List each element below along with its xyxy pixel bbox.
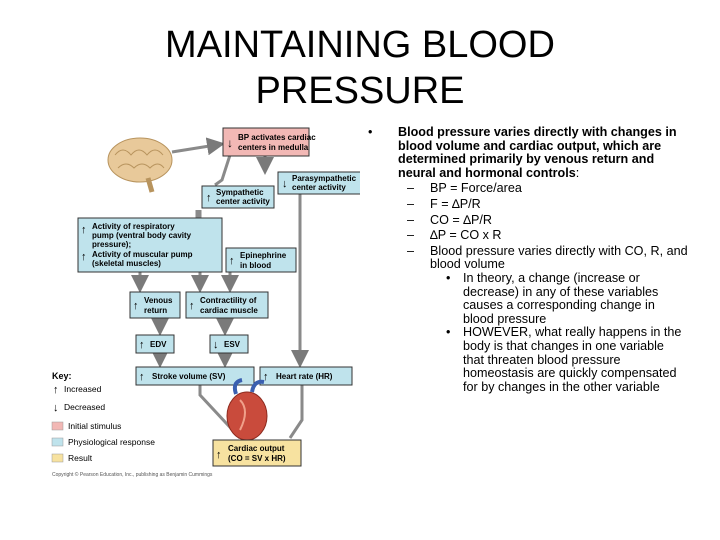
decrease-arrow-icon: ↓ xyxy=(227,136,233,150)
box-symp-line1: Sympathetic xyxy=(216,188,264,197)
increase-arrow-icon: ↑ xyxy=(229,255,235,267)
box-contract-line1: Contractility of xyxy=(200,296,257,305)
bullet-marker: • xyxy=(446,270,451,285)
dash-marker: – xyxy=(407,181,415,196)
key-decreased: Decreased xyxy=(64,402,105,412)
heart-illustration xyxy=(226,378,268,441)
main-bullet: • Blood pressure varies directly with ch… xyxy=(368,125,688,180)
brain-illustration xyxy=(107,137,173,193)
sub-bullet-text: CO = ∆P/R xyxy=(430,212,492,227)
copyright: Copyright © Pearson Education, Inc., pub… xyxy=(52,471,213,478)
slide-title: MAINTAINING BLOOD PRESSURE xyxy=(120,22,600,114)
main-bullet-text: Blood pressure varies directly with chan… xyxy=(398,125,677,180)
bullet-marker: • xyxy=(446,325,451,340)
blood-pressure-diagram: BP activates cardiac centers in medulla … xyxy=(51,127,360,478)
increase-arrow-icon: ↑ xyxy=(139,339,145,351)
subsub-bullet-text: HOWEVER, what really happens in the body… xyxy=(463,325,682,394)
box-epi-line2: in blood xyxy=(240,261,271,270)
box-bp-line1: BP activates cardiac xyxy=(238,133,316,142)
key-swatch-initial xyxy=(51,421,64,431)
subsub-bullet: • In theory, a change (increase or decre… xyxy=(368,270,688,326)
box-co-line1: Cardiac output xyxy=(228,444,285,453)
sub-bullet-text: ∆P = CO x R xyxy=(430,228,502,243)
increase-arrow-icon: ↑ xyxy=(216,449,222,461)
box-resp-line3: pressure); xyxy=(92,240,131,249)
sub-bullet: – BP = Force/area xyxy=(368,182,688,196)
box-esv: ESV xyxy=(224,340,241,349)
main-bullet-colon: : xyxy=(575,165,580,180)
sub-bullet-text: F = ∆P/R xyxy=(430,196,481,211)
box-para-line1: Parasympathetic xyxy=(292,174,357,183)
increase-arrow-icon: ↑ xyxy=(139,371,145,383)
bullet-marker: • xyxy=(368,125,373,139)
decrease-arrow-icon: ↓ xyxy=(53,402,59,414)
key-swatch-physio xyxy=(51,437,64,447)
box-venous-line2: return xyxy=(144,306,167,315)
box-resp-line5: (skeletal muscles) xyxy=(92,259,161,268)
increase-arrow-icon: ↑ xyxy=(53,384,59,396)
box-hr: Heart rate (HR) xyxy=(276,372,333,381)
box-para-line2: center activity xyxy=(292,183,346,192)
increase-arrow-icon: ↑ xyxy=(263,371,269,383)
box-resp-line4: Activity of muscular pump xyxy=(92,250,193,259)
subsub-bullet: • HOWEVER, what really happens in the bo… xyxy=(368,325,688,394)
increase-arrow-icon: ↑ xyxy=(133,300,139,312)
dash-marker: – xyxy=(407,196,415,211)
key-swatch-result xyxy=(51,453,64,463)
sub-bullet: – ∆P = CO x R xyxy=(368,228,688,243)
box-resp-line2: pump (ventral body cavity xyxy=(92,231,192,240)
box-co-line2: (CO = SV x HR) xyxy=(228,454,286,463)
key-title: Key: xyxy=(52,371,72,381)
key-increased: Increased xyxy=(64,384,102,394)
sub-bullet: – F = ∆P/R xyxy=(368,196,688,212)
subsub-bullet-text: In theory, a change (increase or decreas… xyxy=(463,270,659,326)
sub-bullet-text: Blood pressure varies directly with CO, … xyxy=(430,243,688,272)
decrease-arrow-icon: ↓ xyxy=(282,178,288,190)
box-contract-line2: cardiac muscle xyxy=(200,306,258,315)
title-line-2: PRESSURE xyxy=(255,70,465,112)
key-physio: Physiological response xyxy=(68,437,155,447)
increase-arrow-icon: ↑ xyxy=(81,251,87,263)
dash-marker: – xyxy=(407,212,415,227)
increase-arrow-icon: ↑ xyxy=(206,192,212,204)
decrease-arrow-icon: ↓ xyxy=(213,339,219,351)
box-epi-line1: Epinephrine xyxy=(240,251,287,260)
box-venous-line1: Venous xyxy=(144,296,173,305)
sub-bullet-text: BP = Force/area xyxy=(430,181,522,196)
key-initial: Initial stimulus xyxy=(68,421,121,431)
increase-arrow-icon: ↑ xyxy=(81,224,87,236)
box-bp-line2: centers in medulla xyxy=(238,143,309,152)
box-sv: Stroke volume (SV) xyxy=(152,372,226,381)
sub-bullet: – Blood pressure varies directly with CO… xyxy=(368,243,688,272)
bullet-list: • Blood pressure varies directly with ch… xyxy=(368,125,688,394)
sub-bullet: – CO = ∆P/R xyxy=(368,212,688,228)
key-result: Result xyxy=(68,453,93,463)
dash-marker: – xyxy=(407,243,415,258)
box-resp-line1: Activity of respiratory xyxy=(92,222,175,231)
increase-arrow-icon: ↑ xyxy=(189,300,195,312)
box-symp-line2: center activity xyxy=(216,197,270,206)
dash-marker: – xyxy=(407,228,415,243)
box-edv: EDV xyxy=(150,340,167,349)
title-line-1: MAINTAINING BLOOD xyxy=(165,24,555,66)
